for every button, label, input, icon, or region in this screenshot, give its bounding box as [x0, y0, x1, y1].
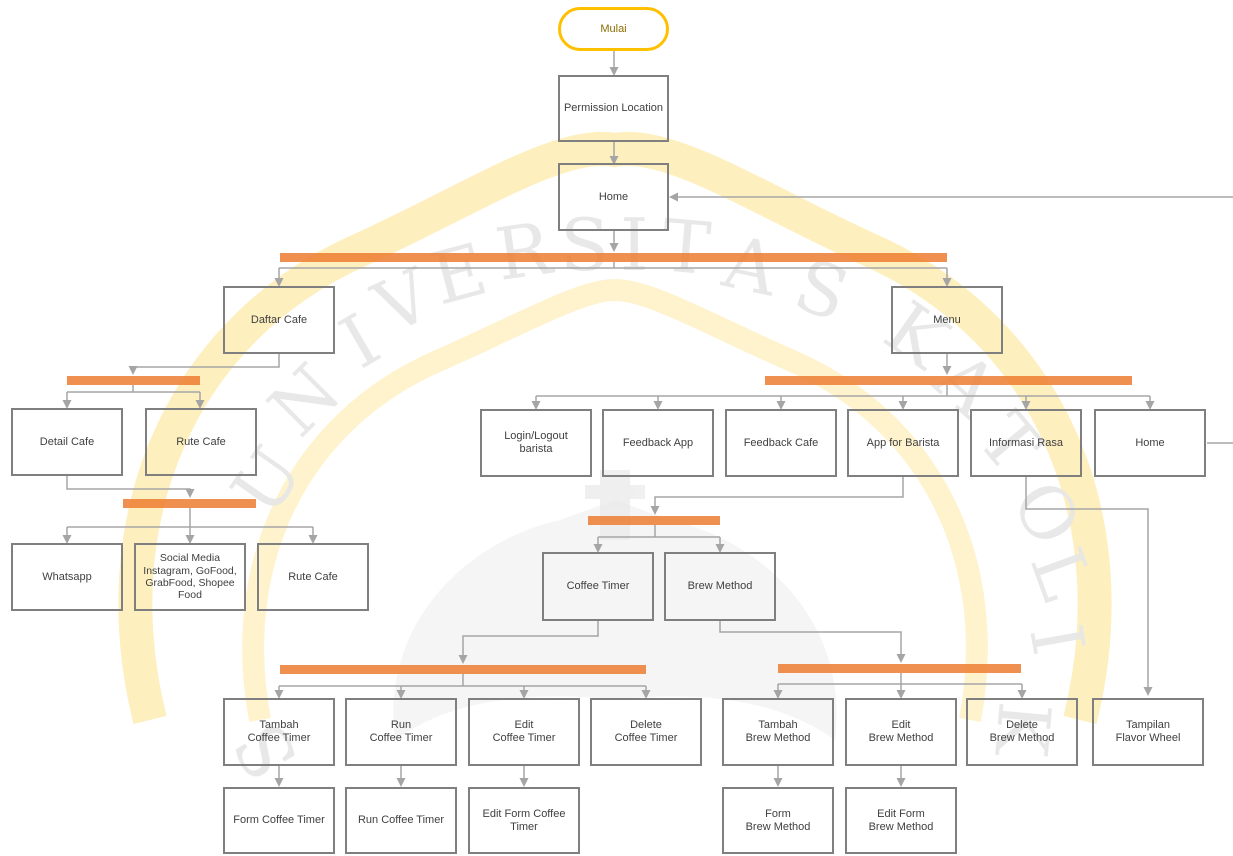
node-tampilan-flavor-wheel: Tampilan Flavor Wheel	[1092, 698, 1204, 766]
orange-bar	[280, 665, 646, 674]
orange-bar	[67, 376, 200, 385]
node-whatsapp: Whatsapp	[11, 543, 123, 611]
node-daftar-cafe: Daftar Cafe	[223, 286, 335, 354]
node-rute-cafe-2: Rute Cafe	[257, 543, 369, 611]
node-run-coffee-timer: Run Coffee Timer	[345, 698, 457, 766]
connector-lines	[62, 50, 1233, 787]
node-form-brew-method: Form Brew Method	[722, 787, 834, 854]
node-detail-cafe: Detail Cafe	[11, 408, 123, 476]
node-social-media: Social Media Instagram, GoFood, GrabFood…	[134, 543, 246, 611]
start-node-mulai: Mulai	[558, 7, 669, 51]
node-edit-brew-method: Edit Brew Method	[845, 698, 957, 766]
svg-text:I: I	[620, 203, 648, 287]
node-app-for-barista: App for Barista	[847, 409, 959, 477]
orange-bar	[588, 516, 720, 525]
node-home-menu: Home	[1094, 409, 1206, 477]
node-home: Home	[558, 163, 669, 231]
node-informasi-rasa: Informasi Rasa	[970, 409, 1082, 477]
node-delete-coffee-timer: Delete Coffee Timer	[590, 698, 702, 766]
node-edit-form-brew-method: Edit Form Brew Method	[845, 787, 957, 854]
node-form-coffee-timer: Form Coffee Timer	[223, 787, 335, 854]
node-tambah-coffee-timer: Tambah Coffee Timer	[223, 698, 335, 766]
node-coffee-timer: Coffee Timer	[542, 552, 654, 621]
node-delete-brew-method: Delete Brew Method	[966, 698, 1078, 766]
node-tambah-brew-method: Tambah Brew Method	[722, 698, 834, 766]
node-permission-location: Permission Location	[558, 75, 669, 142]
svg-text:S: S	[560, 203, 609, 287]
node-login-logout-barista: Login/Logout barista	[480, 409, 592, 477]
node-feedback-cafe: Feedback Cafe	[725, 409, 837, 477]
node-run-coffee-timer-2: Run Coffee Timer	[345, 787, 457, 854]
node-brew-method: Brew Method	[664, 552, 776, 621]
node-edit-form-coffee-timer: Edit Form Coffee Timer	[468, 787, 580, 854]
orange-bars	[67, 253, 1132, 674]
node-menu: Menu	[891, 286, 1003, 354]
orange-bar	[123, 499, 256, 508]
orange-bar	[280, 253, 947, 262]
orange-bar	[765, 376, 1132, 385]
orange-bar	[778, 664, 1021, 673]
node-feedback-app: Feedback App	[602, 409, 714, 477]
svg-text:K: K	[978, 699, 1066, 761]
node-rute-cafe: Rute Cafe	[145, 408, 257, 476]
node-edit-coffee-timer: Edit Coffee Timer	[468, 698, 580, 766]
